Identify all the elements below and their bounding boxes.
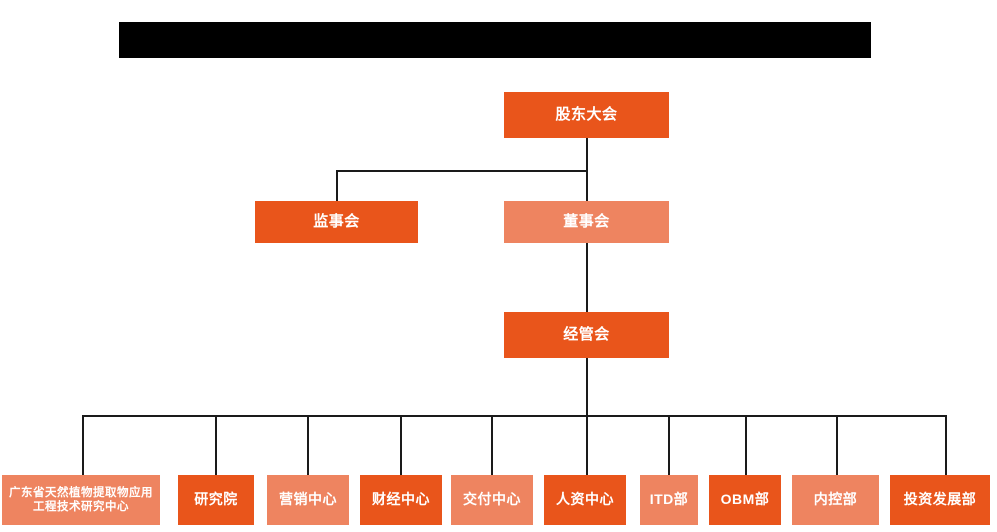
connector-drop-dept-3 bbox=[307, 415, 309, 475]
connector-management-to-bus bbox=[586, 358, 588, 416]
connector-board-to-management bbox=[586, 242, 588, 312]
connector-shareholders-down bbox=[586, 138, 588, 171]
node-department-research-institute[interactable]: 研究院 bbox=[178, 475, 254, 525]
connector-drop-dept-10 bbox=[945, 415, 947, 475]
node-department-label: 研究院 bbox=[194, 491, 238, 508]
connector-drop-dept-9 bbox=[836, 415, 838, 475]
node-supervisory-board-label: 监事会 bbox=[313, 212, 360, 230]
node-department-label: 营销中心 bbox=[279, 491, 337, 508]
connector-board-drop bbox=[586, 170, 588, 201]
connector-drop-dept-6 bbox=[586, 415, 588, 475]
node-department-marketing-center[interactable]: 营销中心 bbox=[267, 475, 349, 525]
node-department-investment-development[interactable]: 投资发展部 bbox=[890, 475, 990, 525]
connector-drop-dept-8 bbox=[745, 415, 747, 475]
node-department-finance-center[interactable]: 财经中心 bbox=[360, 475, 442, 525]
node-department-guangdong-research-center[interactable]: 广东省天然植物提取物应用工程技术研究中心 bbox=[2, 475, 160, 525]
node-board-of-directors[interactable]: 董事会 bbox=[504, 201, 669, 243]
connector-department-bus bbox=[82, 415, 945, 417]
connector-supervisory-drop bbox=[336, 170, 338, 201]
node-department-delivery-center[interactable]: 交付中心 bbox=[451, 475, 533, 525]
connector-drop-dept-5 bbox=[491, 415, 493, 475]
node-department-label: ITD部 bbox=[649, 491, 689, 508]
connector-drop-dept-4 bbox=[400, 415, 402, 475]
connector-drop-dept-1 bbox=[82, 415, 84, 475]
node-management-committee-label: 经管会 bbox=[563, 325, 610, 343]
node-department-obm[interactable]: OBM部 bbox=[709, 475, 781, 525]
node-department-internal-control[interactable]: 内控部 bbox=[792, 475, 879, 525]
node-department-label: 财经中心 bbox=[372, 491, 430, 508]
node-department-label: 人资中心 bbox=[556, 491, 614, 508]
node-department-itd[interactable]: ITD部 bbox=[640, 475, 698, 525]
connector-shareholders-horizontal bbox=[336, 170, 588, 172]
node-management-committee[interactable]: 经管会 bbox=[504, 312, 669, 358]
node-supervisory-board[interactable]: 监事会 bbox=[255, 201, 418, 243]
node-department-label: 投资发展部 bbox=[903, 491, 977, 508]
node-department-label: 广东省天然植物提取物应用工程技术研究中心 bbox=[9, 486, 153, 513]
node-board-of-directors-label: 董事会 bbox=[563, 212, 610, 230]
node-shareholders-meeting[interactable]: 股东大会 bbox=[504, 92, 669, 138]
connector-drop-dept-7 bbox=[668, 415, 670, 475]
node-department-label: 交付中心 bbox=[463, 491, 521, 508]
node-department-label: 内控部 bbox=[813, 491, 858, 508]
node-department-hr-center[interactable]: 人资中心 bbox=[544, 475, 626, 525]
connector-drop-dept-2 bbox=[215, 415, 217, 475]
node-shareholders-meeting-label: 股东大会 bbox=[555, 105, 618, 123]
node-department-label: OBM部 bbox=[720, 491, 770, 508]
redacted-title-bar bbox=[119, 22, 871, 58]
